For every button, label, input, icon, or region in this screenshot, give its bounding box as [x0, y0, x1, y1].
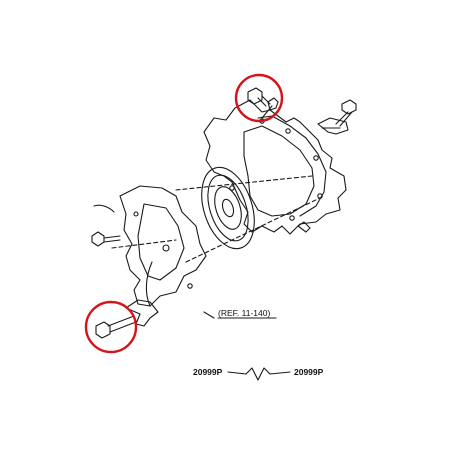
upper-bolt [247, 87, 271, 107]
top-center-bolt [261, 97, 279, 119]
flywheel-mid [207, 174, 249, 242]
wire-symbol [227, 367, 291, 381]
flywheel-hub [221, 198, 235, 218]
front-cover-hole-2 [187, 283, 193, 289]
top-right-bolt [335, 99, 357, 127]
rear-bolt-hole-3 [313, 155, 319, 161]
side-bolt-left [91, 231, 121, 247]
reference-leader [203, 311, 215, 319]
part-number-label-right: 20999P [294, 367, 324, 377]
engine-edge-curve-2 [145, 261, 153, 307]
rear-bolt-hole-5 [289, 215, 295, 221]
engine-edge-curve [93, 204, 115, 213]
lower-bracket [125, 299, 159, 327]
reference-label: (REF. 11-140) [218, 308, 270, 318]
flywheel-outer [201, 166, 255, 250]
rear-housing-outline [203, 99, 347, 235]
top-bracket [317, 117, 349, 135]
axis-line-lower [185, 197, 321, 263]
front-cover-plate [119, 185, 207, 307]
clip-lower-right [297, 221, 311, 233]
highlight-circle-lower [84, 300, 138, 354]
axis-line-left [111, 239, 177, 249]
flywheel-inner [214, 186, 242, 230]
front-cover-inner [137, 203, 185, 281]
axis-line-upper [175, 175, 313, 191]
rear-bolt-hole-6 [229, 185, 235, 191]
front-cover-hole-3 [133, 211, 139, 217]
rear-housing-inner [243, 125, 315, 217]
part-number-label-left: 20999P [193, 367, 223, 377]
rear-bolt-hole-2 [285, 128, 291, 134]
lower-bolt [95, 315, 137, 339]
highlight-circle-upper [234, 73, 284, 123]
rear-housing-rim [257, 115, 327, 217]
front-cover-hole-1 [162, 244, 170, 252]
